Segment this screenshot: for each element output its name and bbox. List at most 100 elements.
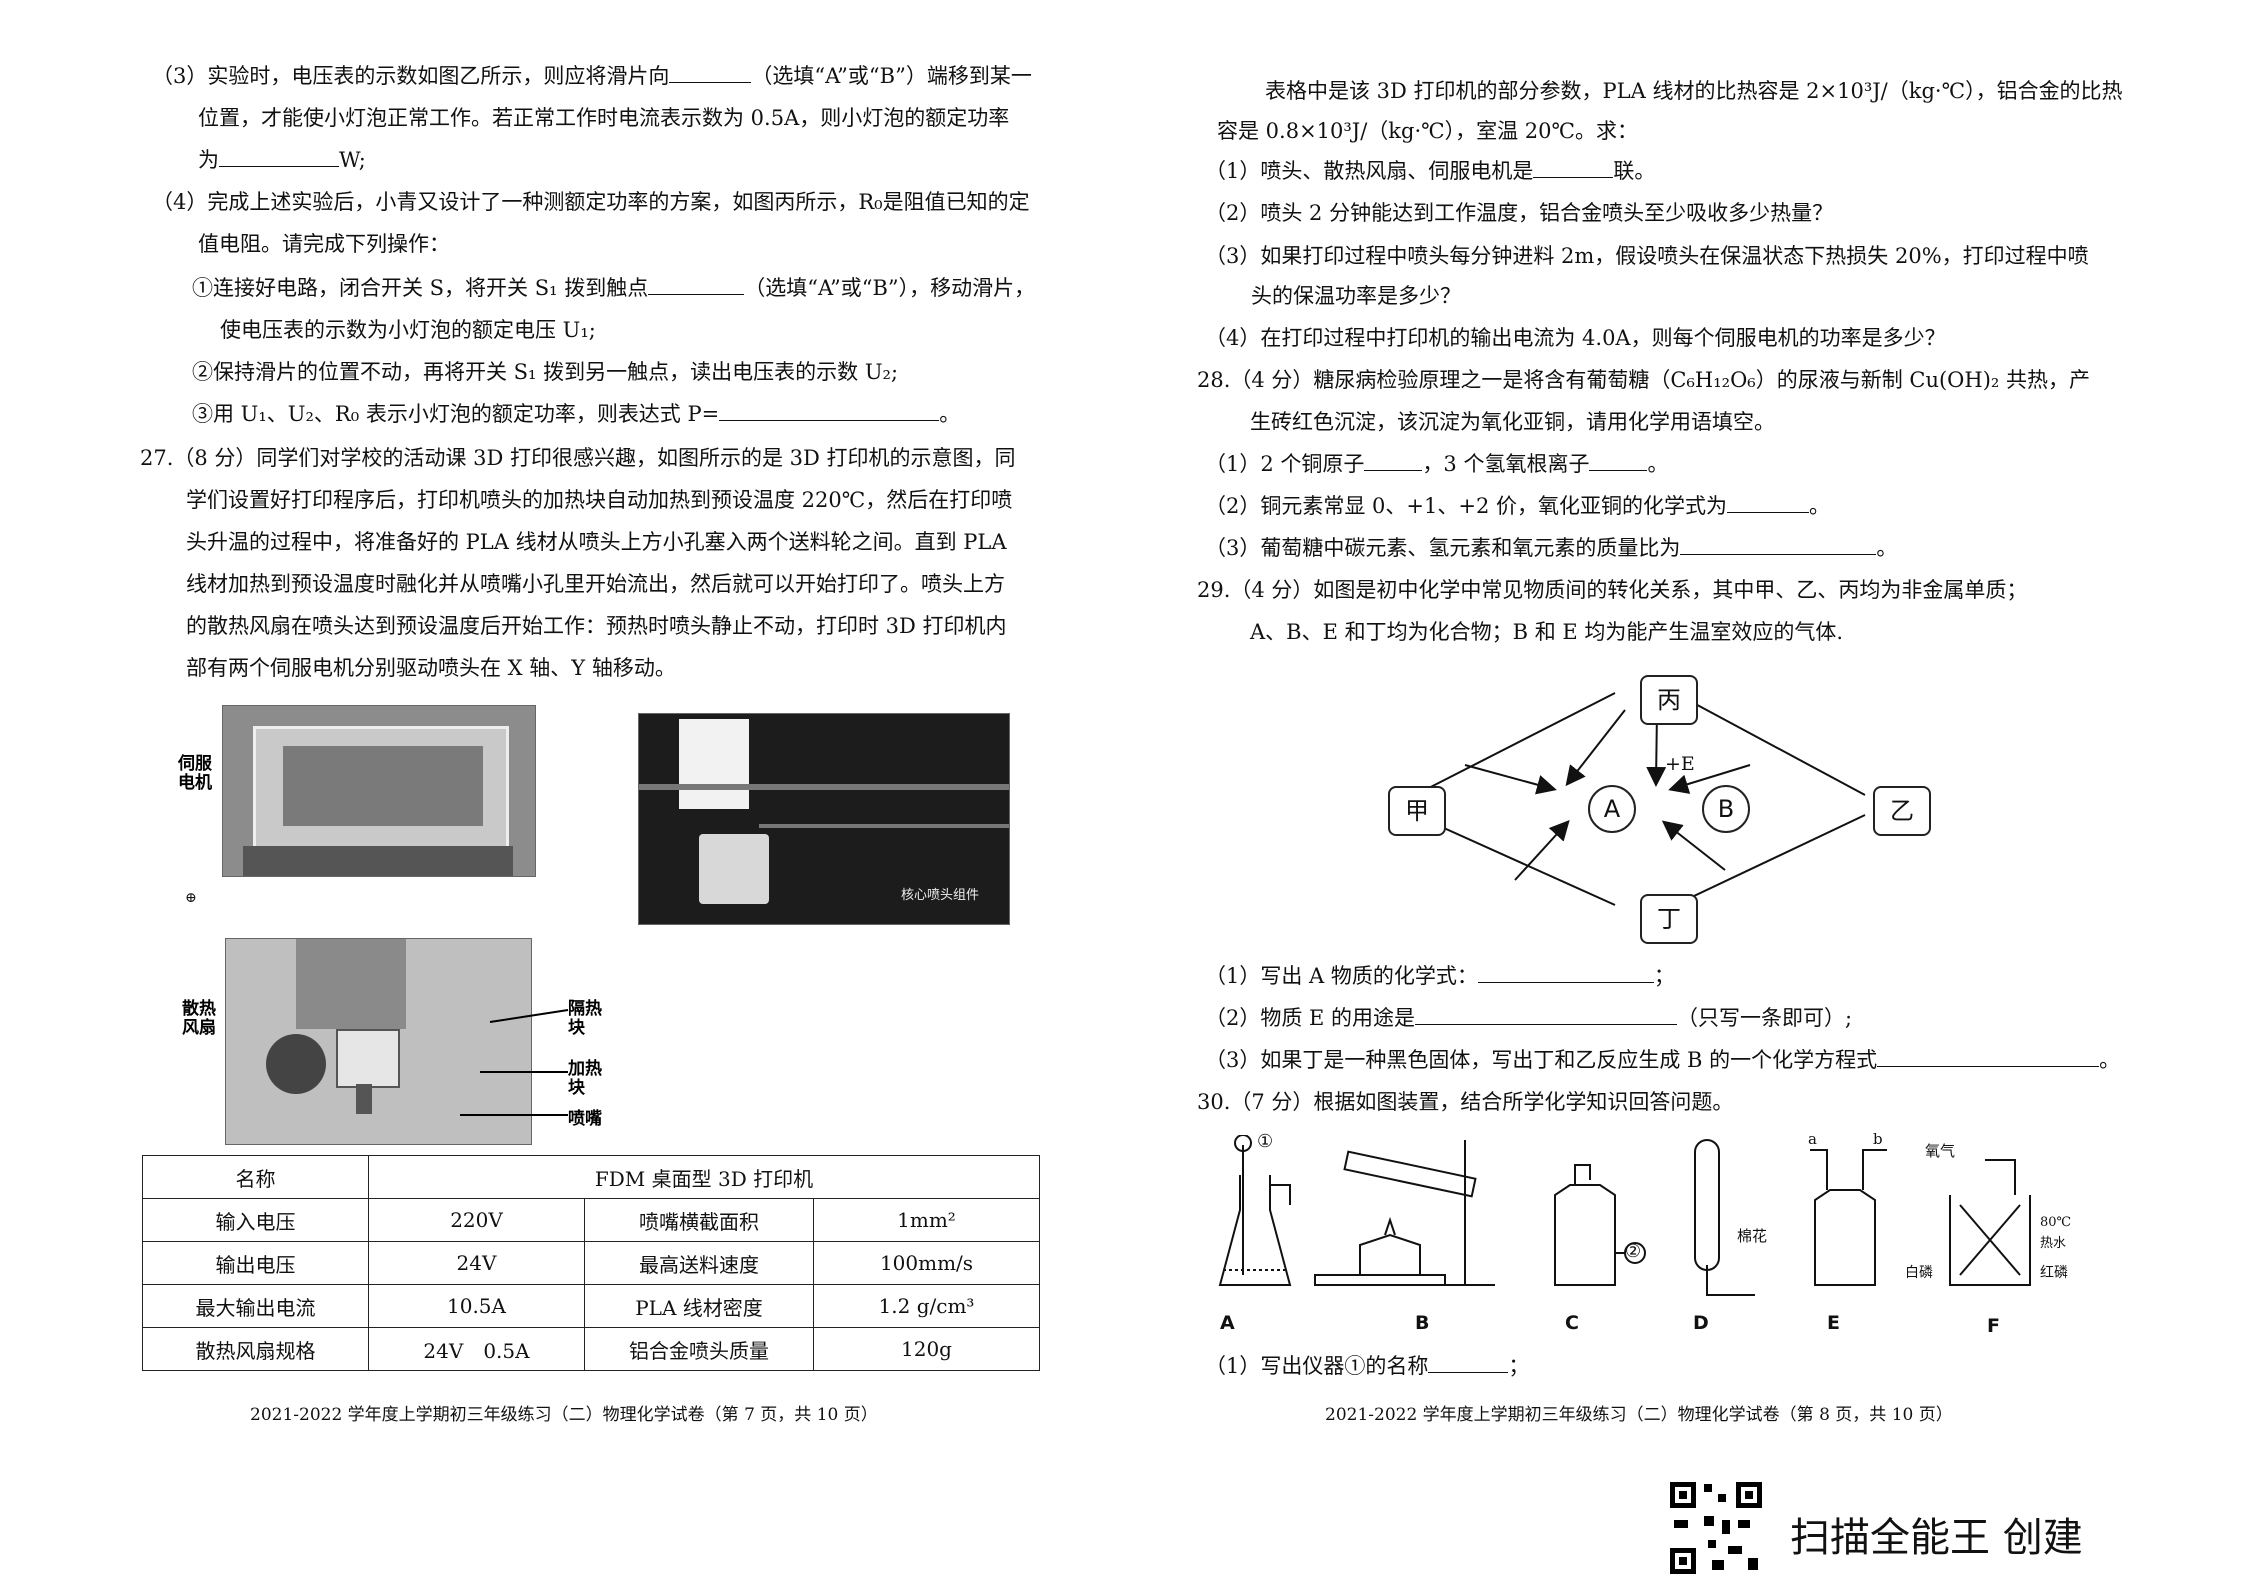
white-phosphorus-label: 白磷	[1905, 1265, 1933, 1281]
table-row: 散热风扇规格 24V 0.5A 铝合金喷头质量 120g	[142, 1327, 1040, 1371]
q27-sub2: （2）喷头 2 分钟能达到工作温度，铝合金喷头至少吸收多少热量？	[1205, 201, 1834, 225]
label-servo-motor: 伺服 电机	[178, 754, 212, 793]
nozzle-label-arrows	[460, 1009, 569, 1116]
plus-e-label: +E	[1665, 753, 1695, 775]
q30-sub1: （1）写出仪器①的名称；	[1205, 1350, 1529, 1382]
scanner-watermark: 扫描全能王 创建	[1790, 1515, 2083, 1561]
core-nozzle-caption: 核心喷头组件	[901, 888, 980, 903]
table-cell: 输出电压	[142, 1241, 369, 1285]
red-phosphorus-label: 红磷	[2040, 1265, 2068, 1281]
table-cell: 输入电压	[142, 1198, 369, 1242]
table-cell: 最高送料速度	[584, 1241, 814, 1285]
conversion-diagram-lines	[1414, 692, 1866, 906]
port-b-label: b	[1873, 1130, 1883, 1148]
label-cooling-fan: 散热 风扇	[182, 999, 216, 1038]
page-footer: 2021-2022 学年度上学期初三年级练习（二）物理化学试卷（第 7 页，共 …	[250, 1405, 878, 1425]
nozzle-closeup-photo	[225, 938, 532, 1145]
q27-sub3: （3）如果打印过程中喷头每分钟进料 2m，假设喷头在保温状态下热损失 20%，打…	[1205, 244, 2089, 268]
table-cell: 24V	[368, 1241, 585, 1285]
table-row: 最大输出电流 10.5A PLA 线材密度 1.2 g/cm³	[142, 1284, 1040, 1328]
instrument-mark-2: ②	[1625, 1241, 1642, 1262]
q27-intro-line2: 容是 0.8×10³J/（kg·℃），室温 20℃。求：	[1217, 119, 1639, 143]
table-cell: 名称	[142, 1155, 369, 1199]
oxygen-label: 氧气	[1925, 1142, 1956, 1160]
q27-line2: 学们设置好打印程序后，打印机喷头的加热块自动加热到预设温度 220℃，然后在打印…	[186, 488, 1013, 512]
printer-frame-photo	[222, 705, 536, 877]
q4-line2: 值电阻。请完成下列操作：	[198, 232, 450, 256]
q3-line1: （3）实验时，电压表的示数如图乙所示，则应将滑片向（选填“A”或“B”）端移到某…	[152, 60, 1032, 92]
q4-step1-cont: 使电压表的示数为小灯泡的额定电压 U₁;	[220, 318, 596, 342]
q3-line2: 位置，才能使小灯泡正常工作。若正常工作时电流表示数为 0.5A，则小灯泡的额定功…	[198, 106, 1010, 130]
right-page: 表格中是该 3D 打印机的部分参数，PLA 线材的比热容是 2×10³J/（kg…	[1197, 0, 2125, 1450]
table-cell: 喷嘴横截面积	[584, 1198, 814, 1242]
apparatus-label-a: A	[1220, 1312, 1235, 1334]
table-cell: PLA 线材密度	[584, 1284, 814, 1328]
table-cell: 24V 0.5A	[368, 1327, 585, 1371]
q29-sub3: （3）如果丁是一种黑色固体，写出丁和乙反应生成 B 的一个化学方程式。	[1205, 1044, 2120, 1076]
table-row: 输入电压 220V 喷嘴横截面积 1mm²	[142, 1198, 1040, 1242]
apparatus-label-f: F	[1987, 1315, 2000, 1337]
table-cell: 最大输出电流	[142, 1284, 369, 1328]
table-cell: 100mm/s	[813, 1241, 1040, 1285]
printer-spec-table: 名称 FDM 桌面型 3D 打印机 输入电压 220V 喷嘴横截面积 1mm² …	[142, 1155, 1040, 1371]
q4-step2: ②保持滑片的位置不动，再将开关 S₁ 拨到另一触点，读出电压表的示数 U₂;	[192, 360, 899, 384]
q27-line1: 27.（8 分）同学们对学校的活动课 3D 打印很感兴趣，如图所示的是 3D 打…	[140, 446, 1016, 470]
table-cell: 铝合金喷头质量	[584, 1327, 814, 1371]
q29-line1: 29.（4 分）如图是初中化学中常见物质间的转化关系，其中甲、乙、丙均为非金属单…	[1197, 578, 2028, 602]
label-insulation-block: 隔热 块	[568, 999, 602, 1038]
instrument-mark-1: ①	[1257, 1131, 1274, 1152]
apparatus-label-b: B	[1415, 1312, 1430, 1334]
table-cell: 10.5A	[368, 1284, 585, 1328]
table-cell: FDM 桌面型 3D 打印机	[368, 1155, 1040, 1199]
q29-line2: A、B、E 和丁均为化合物；B 和 E 均为能产生温室效应的气体.	[1250, 620, 1844, 644]
hot-water-label: 热水	[2040, 1236, 2067, 1251]
node-yi: 乙	[1873, 786, 1931, 836]
q4-step1: ①连接好电路，闭合开关 S，将开关 S₁ 拨到触点（选填“A”或“B”），移动滑…	[192, 272, 1035, 304]
label-heating-block: 加热 块	[568, 1059, 602, 1098]
core-nozzle-photo: 核心喷头组件	[638, 713, 1010, 925]
page-footer: 2021-2022 学年度上学期初三年级练习（二）物理化学试卷（第 8 页，共 …	[1325, 1405, 1953, 1425]
node-jia: 甲	[1388, 786, 1446, 836]
node-ding: 丁	[1640, 894, 1698, 944]
apparatus-label-c: C	[1565, 1312, 1579, 1334]
table-cell: 1.2 g/cm³	[813, 1284, 1040, 1328]
q28-sub1: （1）2 个铜原子，3 个氢氧根离子。	[1205, 448, 1668, 480]
table-cell: 散热风扇规格	[142, 1327, 369, 1371]
q27-intro-line1: 表格中是该 3D 打印机的部分参数，PLA 线材的比热容是 2×10³J/（kg…	[1265, 79, 2123, 103]
q27-sub4: （4）在打印过程中打印机的输出电流为 4.0A，则每个伺服电机的功率是多少？	[1205, 326, 1946, 350]
label-nozzle: 喷嘴	[568, 1109, 602, 1129]
q29-sub1: （1）写出 A 物质的化学式：；	[1205, 960, 1675, 992]
q27-sub1: （1）喷头、散热风扇、伺服电机是联。	[1205, 155, 1655, 187]
port-a-label: a	[1808, 1130, 1817, 1148]
cotton-label: 棉花	[1737, 1227, 1768, 1245]
table-cell: 1mm²	[813, 1198, 1040, 1242]
left-page: （3）实验时，电压表的示数如图乙所示，则应将滑片向（选填“A”或“B”）端移到某…	[140, 0, 1050, 1450]
table-cell: 120g	[813, 1327, 1040, 1371]
q28-line1: 28.（4 分）糖尿病检验原理之一是将含有葡萄糖（C₆H₁₂O₆）的尿液与新制 …	[1197, 368, 2090, 392]
q27-line5: 的散热风扇在喷头达到预设温度后开始工作：预热时喷头静止不动，打印时 3D 打印机…	[186, 614, 1007, 638]
q28-sub3: （3）葡萄糖中碳元素、氢元素和氧元素的质量比为。	[1205, 532, 1897, 564]
q30-line1: 30.（7 分）根据如图装置，结合所学化学知识回答问题。	[1197, 1090, 1734, 1114]
table-cell: 220V	[368, 1198, 585, 1242]
q27-sub3-cont: 头的保温功率是多少？	[1251, 284, 1461, 308]
table-row: 输出电压 24V 最高送料速度 100mm/s	[142, 1241, 1040, 1285]
node-bing: 丙	[1640, 675, 1698, 725]
q4-step3: ③用 U₁、U₂、R₀ 表示小灯泡的额定功率，则表达式 P=。	[192, 398, 960, 430]
q29-sub2: （2）物质 E 的用途是（只写一条即可）;	[1205, 1002, 1852, 1034]
q27-line6: 部有两个伺服电机分别驱动喷头在 X 轴、Y 轴移动。	[186, 656, 676, 680]
node-a: A	[1588, 785, 1636, 833]
apparatus-label-e: E	[1827, 1312, 1840, 1334]
apparatus-figure	[1218, 1135, 2031, 1296]
q28-line2: 生砖红色沉淀，该沉淀为氧化亚铜，请用化学用语填空。	[1250, 410, 1775, 434]
temp-label: 80℃	[2040, 1215, 2072, 1230]
apparatus-label-d: D	[1693, 1312, 1709, 1334]
q27-line4: 线材加热到预设温度时融化并从喷嘴小孔里开始流出，然后就可以开始打印了。喷头上方	[186, 572, 1005, 596]
q28-sub2: （2）铜元素常显 0、+1、+2 价，氧化亚铜的化学式为。	[1205, 490, 1830, 522]
q27-line3: 头升温的过程中，将准备好的 PLA 线材从喷头上方小孔塞入两个送料轮之间。直到 …	[186, 530, 1007, 554]
node-b: B	[1702, 785, 1750, 833]
qr-code-icon	[1668, 1480, 1764, 1576]
q4-line1: （4）完成上述实验后，小青又设计了一种测额定功率的方案，如图丙所示，R₀是阻值已…	[152, 190, 1030, 214]
expand-icon: ⊕	[185, 890, 197, 906]
table-header-row: 名称 FDM 桌面型 3D 打印机	[142, 1155, 1040, 1199]
